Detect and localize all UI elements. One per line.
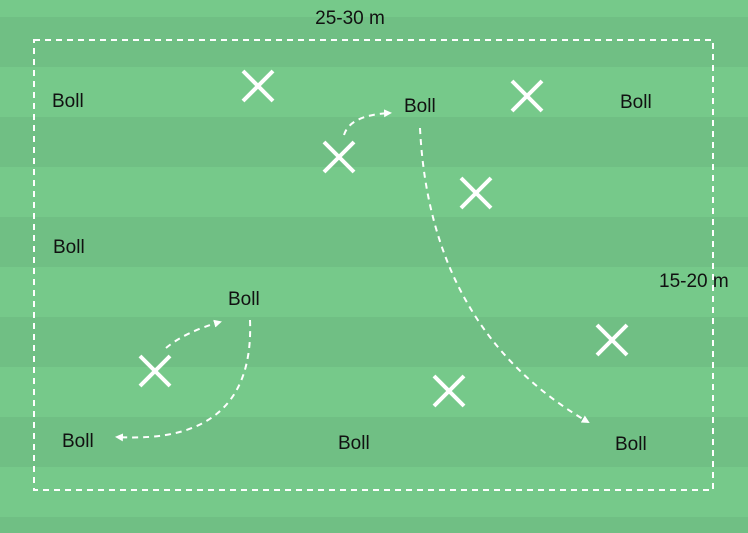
field-boundary <box>33 39 714 491</box>
player-cross-icon <box>595 323 629 357</box>
grass-stripe <box>0 417 748 467</box>
grass-stripe <box>0 267 748 317</box>
grass-stripe <box>0 17 748 67</box>
ball-label: Boll <box>404 96 436 117</box>
movement-arrow <box>343 109 392 136</box>
grass-stripe <box>0 217 748 267</box>
grass-stripe <box>0 167 748 217</box>
ball-label: Boll <box>52 91 84 112</box>
movement-arrow <box>165 319 222 349</box>
width-label: 25-30 m <box>315 8 385 29</box>
ball-label: Boll <box>615 434 647 455</box>
ball-label: Boll <box>228 289 260 310</box>
ball-label: Boll <box>53 237 85 258</box>
grass-stripe <box>0 117 748 167</box>
player-cross-icon <box>138 354 172 388</box>
ball-label: Boll <box>62 431 94 452</box>
player-cross-icon <box>432 374 466 408</box>
grass-stripe <box>0 0 748 17</box>
player-cross-icon <box>322 140 356 174</box>
ball-label: Boll <box>620 92 652 113</box>
height-label: 15-20 m <box>659 271 729 292</box>
player-cross-icon <box>510 79 544 113</box>
ball-label: Boll <box>338 433 370 454</box>
grass-stripe <box>0 467 748 517</box>
grass-stripe <box>0 317 748 367</box>
player-cross-icon <box>241 69 275 103</box>
movement-arrow <box>115 319 252 442</box>
player-cross-icon <box>459 176 493 210</box>
grass-stripe <box>0 367 748 417</box>
grass-stripe <box>0 67 748 117</box>
grass-stripe <box>0 517 748 533</box>
